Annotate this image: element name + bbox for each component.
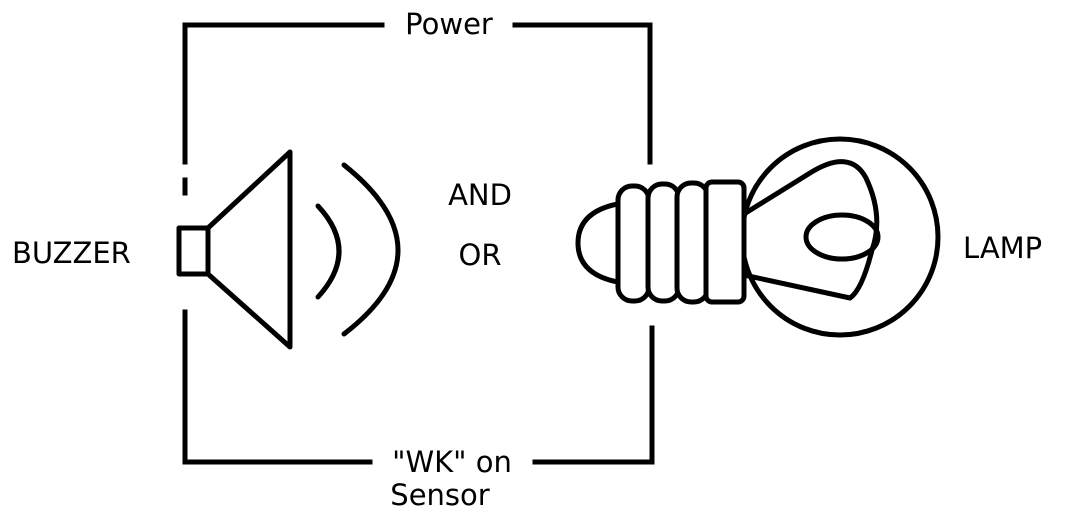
lamp-filament-coil (803, 212, 881, 262)
lamp-thread-3 (674, 180, 711, 305)
lamp-thread-4 (703, 179, 747, 305)
and-label: AND (448, 178, 512, 212)
buzzer-cone (205, 149, 293, 350)
sensor-wire-right (532, 325, 655, 465)
buzzer-icon (176, 149, 293, 350)
power-label: Power (405, 7, 493, 41)
lamp-filament-frame (741, 159, 880, 301)
sensor-wire-left (182, 309, 373, 465)
lamp-icon (575, 136, 941, 338)
sound-wave-outer (341, 162, 401, 337)
lamp-base-tip (575, 200, 626, 286)
buzzer-body (176, 225, 211, 277)
power-wire-left (182, 22, 385, 165)
lamp-glass (739, 136, 941, 338)
buzzer-label: BUZZER (12, 236, 131, 270)
lamp-thread-2 (645, 181, 682, 304)
sensor-label-line1: "WK" on (392, 445, 512, 479)
power-wire-right (512, 22, 653, 165)
lamp-label: LAMP (963, 231, 1042, 265)
sound-wave-inner (315, 203, 342, 300)
sensor-label-line2: Sensor (390, 478, 489, 512)
or-label: OR (459, 238, 502, 272)
lamp-thread-1 (615, 183, 652, 304)
